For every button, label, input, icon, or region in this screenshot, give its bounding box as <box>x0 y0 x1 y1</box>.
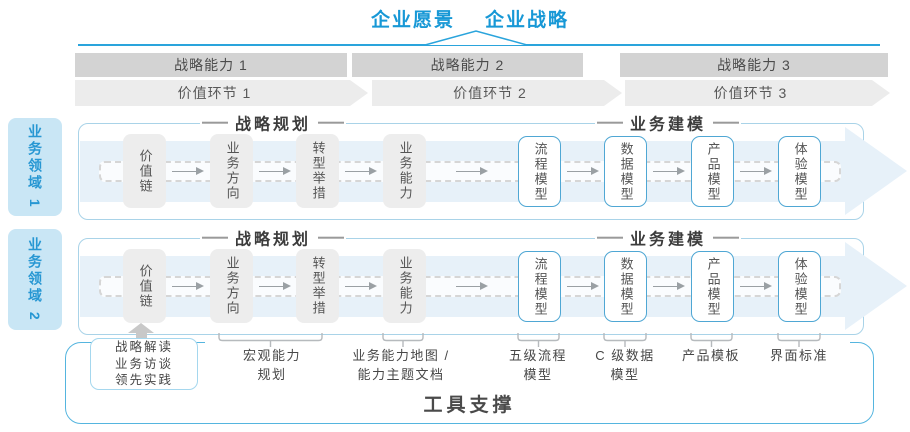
modeling-header-label: 业务建模 <box>629 116 707 134</box>
stage-box-transformation: 转型举措 <box>296 134 339 208</box>
stage-box-business-direction: 业务方向 <box>210 134 253 208</box>
underbrace-icon <box>382 333 424 348</box>
tool-support-label: 工具支撑 <box>423 395 516 416</box>
model-box-experience: 体验模型 <box>778 136 821 207</box>
stage-box-value-chain: 价值链 <box>123 134 166 208</box>
model-box-process: 流程模型 <box>518 251 561 322</box>
right-arrow-icon <box>740 167 772 176</box>
flow-arrow-head-icon <box>845 127 907 215</box>
model-box-product: 产品模型 <box>691 136 734 207</box>
right-arrow-icon <box>567 167 599 176</box>
annotation-macro-capability: 宏观能力 规划 <box>242 348 302 382</box>
right-arrow-icon <box>259 282 291 291</box>
model-box-process: 流程模型 <box>518 136 561 207</box>
domain-band-1: 战略规划 业务建模 价值链 业务方向 转型举措 业务能力 流程模型 数据模型 产… <box>78 109 907 220</box>
underbrace-icon <box>218 333 323 348</box>
model-box-data: 数据模型 <box>604 136 647 207</box>
stage-box-business-capability: 业务能力 <box>383 249 426 323</box>
stage-box-value-chain: 价值链 <box>123 249 166 323</box>
underbrace-icon <box>517 333 560 348</box>
header-dash <box>318 236 345 239</box>
header-dash <box>713 236 740 239</box>
band-header-planning: 战略规划 <box>199 224 347 251</box>
title-strategy: 企业战略 <box>485 10 570 31</box>
tool-border-mask <box>205 338 850 348</box>
underbrace-icon <box>777 333 821 348</box>
modeling-header-label: 业务建模 <box>629 231 707 249</box>
right-arrow-icon <box>740 282 772 291</box>
model-box-data: 数据模型 <box>604 251 647 322</box>
header-dash <box>318 121 345 124</box>
domain-tab-1: 业务领域 1 <box>8 118 62 216</box>
right-arrow-icon <box>456 167 488 176</box>
right-arrow-icon <box>456 282 488 291</box>
band-header-planning: 战略规划 <box>199 109 347 136</box>
band-header-modeling: 业务建模 <box>594 224 742 251</box>
header-dash <box>596 121 623 124</box>
right-arrow-icon <box>653 282 685 291</box>
annotation-process-model: 五级流程 模型 <box>508 348 568 382</box>
flow-arrow-head-icon <box>845 242 907 330</box>
header-dash <box>713 121 740 124</box>
annotation-ui-standard: 界面标准 <box>769 348 829 363</box>
planning-header-label: 战略规划 <box>234 231 312 249</box>
annotation-capability-map: 业务能力地图 / 能力主题文档 <box>352 348 450 382</box>
annotation-product-template: 产品模板 <box>681 348 741 363</box>
caret-up-icon <box>424 30 528 51</box>
right-arrow-icon <box>567 282 599 291</box>
right-arrow-icon <box>172 282 204 291</box>
right-arrow-icon <box>345 282 377 291</box>
title-vision: 企业愿景 <box>370 10 455 31</box>
up-arrow-head <box>128 323 154 333</box>
model-box-experience: 体验模型 <box>778 251 821 322</box>
value-chevron-1: 价值环节 1 <box>75 80 368 106</box>
capability-bar-1: 战略能力 1 <box>75 53 347 77</box>
header-dash <box>201 121 228 124</box>
underbrace-icon <box>690 333 733 348</box>
right-arrow-icon <box>345 167 377 176</box>
right-arrow-icon <box>172 167 204 176</box>
value-chevron-3: 价值环节 3 <box>625 80 890 106</box>
planning-header-label: 战略规划 <box>234 116 312 134</box>
right-arrow-icon <box>653 167 685 176</box>
up-arrow-stem <box>135 333 147 339</box>
page-title: 企业愿景 企业战略 <box>30 5 910 32</box>
stage-box-business-direction: 业务方向 <box>210 249 253 323</box>
model-box-product: 产品模型 <box>691 251 734 322</box>
capability-bar-2: 战略能力 2 <box>352 53 583 77</box>
band-header-modeling: 业务建模 <box>594 109 742 136</box>
stage-box-transformation: 转型举措 <box>296 249 339 323</box>
domain-band-2: 战略规划 业务建模 价值链 业务方向 转型举措 业务能力 流程模型 数据模型 产… <box>78 224 907 335</box>
domain-tab-2: 业务领域 2 <box>8 229 62 330</box>
up-arrow-icon <box>128 323 154 339</box>
capability-bar-3: 战略能力 3 <box>620 53 888 77</box>
annotation-data-model: C 级数据 模型 <box>595 348 655 382</box>
stage-box-business-capability: 业务能力 <box>383 134 426 208</box>
right-arrow-icon <box>259 167 291 176</box>
underbrace-icon <box>603 333 647 348</box>
practice-input-box: 战略解读 业务访谈 领先实践 <box>90 338 198 390</box>
header-dash <box>201 236 228 239</box>
value-chevron-2: 价值环节 2 <box>372 80 622 106</box>
header-dash <box>596 236 623 239</box>
